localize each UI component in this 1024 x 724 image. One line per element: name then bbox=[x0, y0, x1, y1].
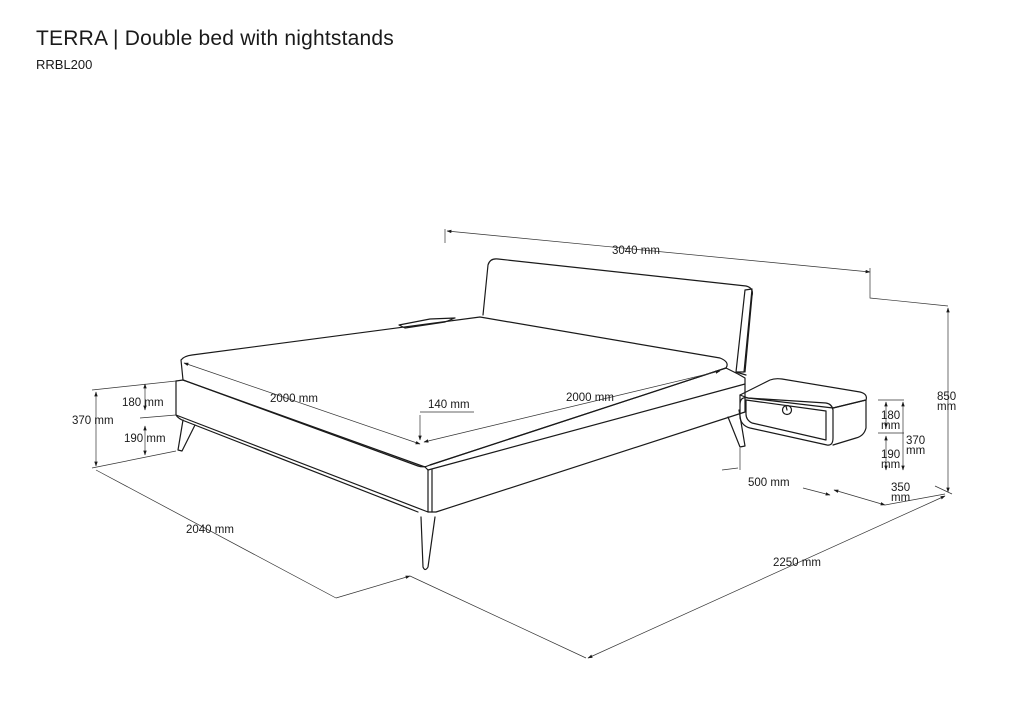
dim-bed-width: 2250 mm bbox=[773, 557, 821, 569]
nightstand-top bbox=[739, 378, 867, 409]
dim-bed-total: 370 mm bbox=[72, 415, 114, 427]
bed-leg-front bbox=[420, 516, 436, 571]
dim-ns-leg-2: mm bbox=[881, 459, 900, 471]
dim-ns-total-2: mm bbox=[906, 445, 925, 457]
dim-ns-total-1: 370 bbox=[906, 435, 925, 447]
dim-height-1: 850 bbox=[937, 391, 956, 403]
dim-bed-length: 2040 mm bbox=[186, 524, 234, 536]
dim-ns-leg-1: 190 bbox=[881, 449, 900, 461]
bed bbox=[175, 258, 753, 571]
frame-front-left bbox=[175, 380, 429, 513]
product-code: RRBL200 bbox=[36, 57, 93, 72]
dim-bed-upper: 180 mm bbox=[122, 397, 164, 409]
dim-total-width: 3040 mm bbox=[612, 245, 660, 257]
dim-frame-gap: 140 mm bbox=[428, 399, 470, 411]
headboard-side bbox=[735, 288, 753, 373]
nightstand-side bbox=[832, 399, 867, 446]
dim-ns-upper-2: mm bbox=[881, 420, 900, 432]
mattress-top bbox=[180, 316, 728, 468]
nightstand-inner bbox=[745, 399, 827, 441]
dim-mattress-right: 2000 mm bbox=[566, 392, 614, 404]
dimension-labels: 3040 mm 850 mm 2000 mm 2000 mm 140 mm 18… bbox=[72, 245, 956, 569]
bed-leg-right bbox=[727, 409, 746, 448]
mattress-side-right bbox=[429, 367, 746, 466]
nightstand-far bbox=[398, 317, 456, 329]
page-title: TERRA | Double bed with nightstands bbox=[36, 27, 394, 50]
dim-mattress-left: 2000 mm bbox=[270, 393, 318, 405]
dim-bed-leg: 190 mm bbox=[124, 433, 166, 445]
dim-ns-depth-1: 350 bbox=[891, 482, 910, 494]
dimension-lines bbox=[91, 229, 953, 659]
dim-nightstand-width: 500 mm bbox=[748, 477, 790, 489]
dim-ns-upper-1: 180 bbox=[881, 410, 900, 422]
drawer-knob bbox=[781, 404, 793, 416]
frame-bottom-left bbox=[175, 414, 419, 513]
headboard bbox=[482, 258, 753, 373]
nightstand-front bbox=[739, 394, 834, 446]
nightstand bbox=[739, 378, 867, 446]
dim-ns-depth-2: mm bbox=[891, 492, 910, 504]
dim-height-2: mm bbox=[937, 401, 956, 413]
